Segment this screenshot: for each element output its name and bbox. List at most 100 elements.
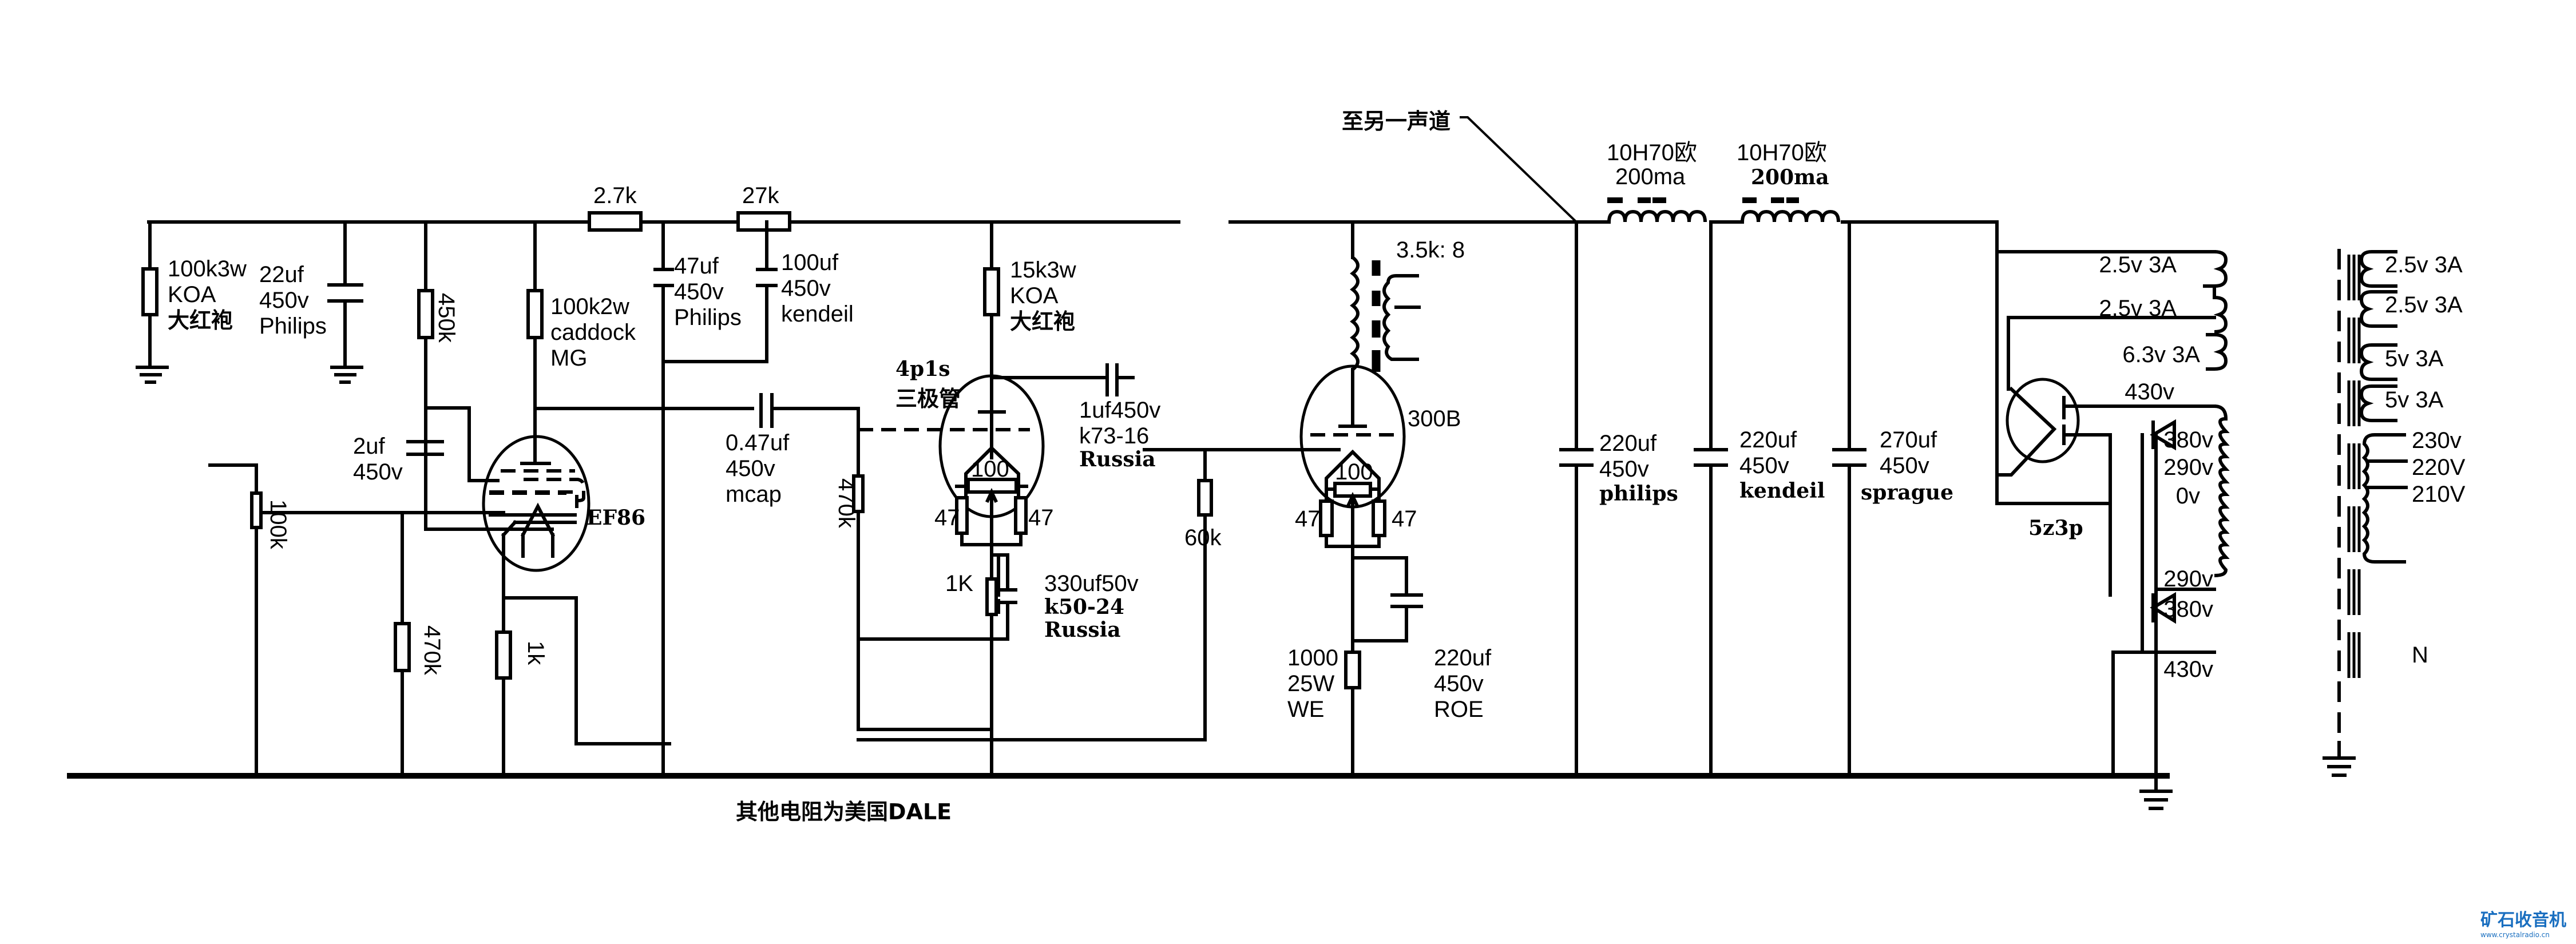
pot-100k xyxy=(208,463,505,778)
label-5z3p: 5z3p xyxy=(2028,516,2083,540)
watermark-name: 矿石收音机 xyxy=(2480,910,2566,930)
ground-symbol-right xyxy=(2139,774,2173,810)
cathode-300b xyxy=(1344,556,1423,689)
label-ef86: EF86 xyxy=(586,506,645,530)
resistor-100k3w xyxy=(136,220,169,384)
resistor-15k3w xyxy=(983,220,1000,459)
label-270uf-brand: sprague xyxy=(1861,481,1953,505)
label-1uf-model: k73-16 xyxy=(1079,423,1149,449)
capacitor-270uf-sprague xyxy=(1832,220,1866,778)
label-100uf-value: 100uf xyxy=(781,250,839,275)
label-1000-value: 1000 xyxy=(1287,645,1338,671)
pt-left-5: 290v xyxy=(2163,455,2213,480)
label-220uf-roe-voltage: 450v xyxy=(1434,671,1484,696)
label-choke1-spec: 10H70欧 xyxy=(1607,140,1697,165)
label-pot-100k: 100k xyxy=(265,499,291,550)
label-100k3w-type: 大红袍 xyxy=(168,308,233,333)
pt-left-4: 380v xyxy=(2163,427,2213,453)
label-330uf-value: 330uf50v xyxy=(1044,571,1139,596)
capacitor-220uf-kendeil xyxy=(1694,220,1728,778)
cathode-4p1s xyxy=(857,553,1017,778)
capacitor-22uf xyxy=(327,220,363,384)
label-60k: 60k xyxy=(1184,525,1222,550)
label-22uf-brand: Philips xyxy=(259,314,327,339)
label-choke2-current: 200ma xyxy=(1751,165,1829,189)
label-270uf-value: 270uf xyxy=(1880,427,1937,453)
label-47uf-brand: Philips xyxy=(674,305,742,330)
label-47-300b-left: 47 xyxy=(1295,506,1321,532)
pt-left-9: 430v xyxy=(2163,657,2213,682)
pt-right-2: 5v 3A xyxy=(2385,346,2444,371)
hum-balance-300b xyxy=(1319,482,1386,778)
label-220uf-ke-value: 220uf xyxy=(1739,427,1797,453)
label-470k-4p1s: 470k xyxy=(834,478,859,529)
pt-left-6: 0v xyxy=(2176,483,2200,509)
label-15k3w-type: 大红袍 xyxy=(1010,309,1075,334)
label-15k3w-value: 15k3w xyxy=(1010,257,1076,283)
label-47uf-voltage: 450v xyxy=(674,279,724,304)
pt-right-0: 2.5v 3A xyxy=(2385,252,2463,277)
label-330uf-model: k50-24 xyxy=(1044,595,1124,619)
pt-left-0: 2.5v 3A xyxy=(2099,252,2177,277)
label-100k3w-brand: KOA xyxy=(168,282,216,307)
pt-left-3: 430v xyxy=(2125,379,2174,404)
resistor-450k xyxy=(417,220,434,505)
pt-left-8: 380v xyxy=(2163,597,2213,622)
power-transformer xyxy=(2203,249,2408,777)
label-1k-cathode: 1k xyxy=(523,641,548,665)
pt-right-4: 230v xyxy=(2412,428,2462,453)
capacitor-220uf-philips xyxy=(1559,220,1594,778)
rectifier-wiring xyxy=(1995,220,2216,778)
pt-right-5: 220V xyxy=(2412,455,2466,480)
label-100k2w-brand: caddock xyxy=(550,320,636,345)
resistor-470k-grid xyxy=(394,511,411,778)
label-1000-brand: WE xyxy=(1287,697,1324,722)
label-220uf-ph-voltage: 450v xyxy=(1599,457,1649,482)
pt-left-1: 2.5v 3A xyxy=(2099,296,2177,321)
label-choke2-spec: 10H70欧 xyxy=(1737,140,1827,165)
label-1000-watt: 25W xyxy=(1287,671,1334,696)
label-choke1-current: 200ma xyxy=(1615,164,1686,189)
label-47-4p1s-right: 47 xyxy=(1028,505,1054,530)
label-220uf-ph-brand: philips xyxy=(1599,482,1678,506)
capacitor-1uf xyxy=(990,363,1341,451)
label-1uf-origin: Russia xyxy=(1079,447,1156,471)
capacitor-2uf xyxy=(406,406,554,531)
label-pot-100-4p1s: 100 xyxy=(971,457,1009,482)
resistor-27k xyxy=(736,211,791,232)
rectifier-tube-5z3p xyxy=(2006,378,2080,463)
resistor-1k-cathode xyxy=(495,570,671,778)
pt-right-6: 210V xyxy=(2412,482,2466,507)
label-2uf-voltage: 450v xyxy=(353,459,403,485)
label-47-300b-right: 47 xyxy=(1392,506,1417,532)
label-2-7k: 2.7k xyxy=(593,183,637,208)
resistor-470k-4p1s xyxy=(852,474,865,513)
watermark-url: www.crystalradio.cn xyxy=(2480,931,2550,939)
choke-2 xyxy=(1741,197,1840,223)
label-100uf-voltage: 450v xyxy=(781,276,831,301)
label-220uf-roe-brand: ROE xyxy=(1434,697,1484,722)
choke-1 xyxy=(1607,197,1707,223)
pt-right-3: 5v 3A xyxy=(2385,387,2444,412)
hum-balance-4p1s xyxy=(955,478,1028,602)
output-transformer xyxy=(1350,220,1421,417)
diode-1 xyxy=(2150,419,2176,451)
footnote: 其他电阻为美国DALE xyxy=(736,799,952,824)
capacitor-47uf xyxy=(653,220,778,778)
label-to-other-channel: 至另一声道 xyxy=(1342,109,1451,134)
label-047uf-value: 0.47uf xyxy=(726,430,790,455)
ef86-tube xyxy=(482,406,591,778)
pt-left-2: 6.3v 3A xyxy=(2122,342,2200,367)
label-100k3w-value: 100k3w xyxy=(168,256,247,281)
wire-screen xyxy=(424,406,500,482)
capacitor-0-47uf xyxy=(533,393,993,731)
resistor-60k xyxy=(857,448,1213,741)
label-220uf-ph-value: 220uf xyxy=(1599,431,1657,456)
label-100uf-brand: kendeil xyxy=(781,302,854,327)
label-100k2w-series: MG xyxy=(550,346,587,371)
label-450k: 450k xyxy=(434,293,459,343)
label-4p1s-name: 4p1s xyxy=(895,357,950,381)
label-pot-100-300b: 100 xyxy=(1335,459,1373,485)
label-047uf-brand: mcap xyxy=(726,482,782,507)
label-270uf-voltage: 450v xyxy=(1880,453,1929,478)
